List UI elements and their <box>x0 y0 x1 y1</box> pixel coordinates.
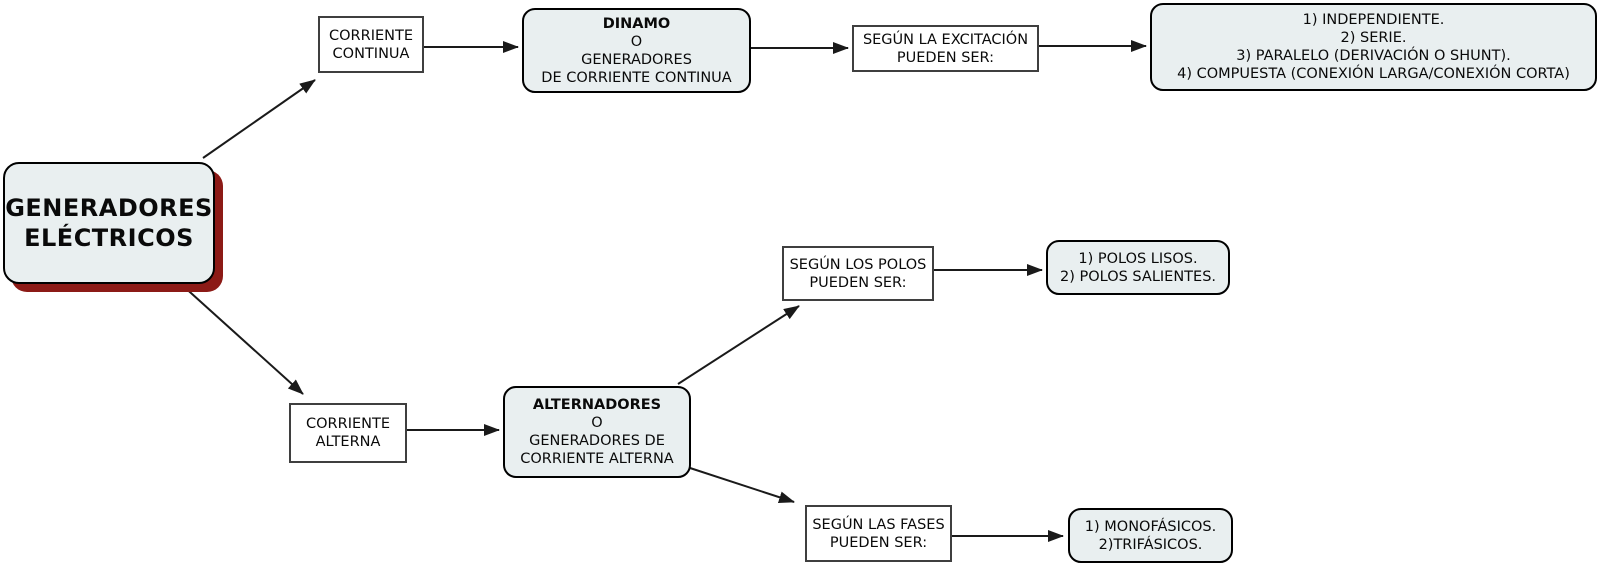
node-segun-fases: SEGÚN LAS FASES PUEDEN SER: <box>805 505 952 562</box>
arrow-alternadores-to-segun-polos <box>677 305 800 385</box>
node-generadores-electricos: GENERADORES ELÉCTRICOS <box>3 162 215 284</box>
node-segun-polos: SEGÚN LOS POLOS PUEDEN SER: <box>782 246 934 301</box>
node-dinamo-body: O GENERADORES DE CORRIENTE CONTINUA <box>541 33 732 86</box>
node-fases-list: 1) MONOFÁSICOS. 2)TRIFÁSICOS. <box>1068 508 1233 563</box>
node-polos-list: 1) POLOS LISOS. 2) POLOS SALIENTES. <box>1046 240 1230 295</box>
node-dinamo-heading: DINAMO <box>602 15 671 32</box>
arrow-root-to-corriente-alterna <box>180 283 304 395</box>
node-segun-excitacion: SEGÚN LA EXCITACIÓN PUEDEN SER: <box>852 25 1039 72</box>
node-alternadores-heading: ALTERNADORES <box>532 397 662 413</box>
arrow-root-to-corriente-continua <box>202 79 316 159</box>
node-corriente-continua: CORRIENTE CONTINUA <box>318 16 424 73</box>
arrow-alternadores-to-segun-fases <box>689 467 795 504</box>
node-corriente-alterna: CORRIENTE ALTERNA <box>289 403 407 463</box>
node-alternadores: ALTERNADORES O GENERADORES DE CORRIENTE … <box>503 386 691 478</box>
node-excitacion-list: 1) INDEPENDIENTE. 2) SERIE. 3) PARALELO … <box>1150 3 1597 91</box>
node-dinamo: DINAMO O GENERADORES DE CORRIENTE CONTIN… <box>522 8 751 93</box>
node-alternadores-body: O GENERADORES DE CORRIENTE ALTERNA <box>520 415 674 467</box>
